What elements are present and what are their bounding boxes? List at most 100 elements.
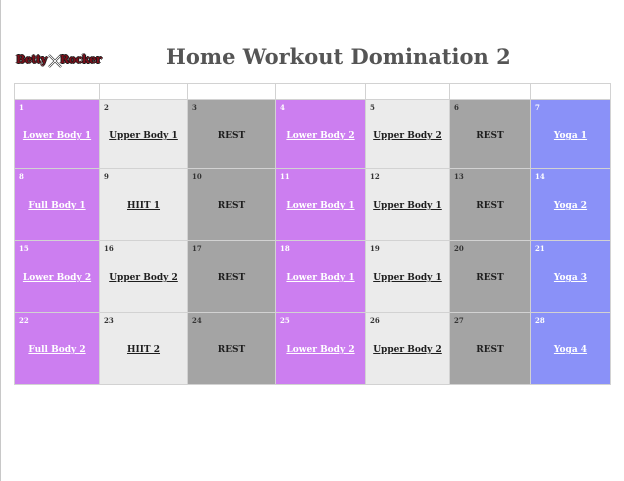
header-cell — [365, 83, 450, 100]
header-cell — [14, 83, 100, 100]
day-number: 6 — [454, 103, 459, 112]
day-number: 10 — [192, 172, 202, 181]
workout-link[interactable]: HIIT 1 — [126, 201, 161, 211]
workout-link[interactable]: Lower Body 1 — [286, 273, 355, 283]
day-number: 24 — [192, 316, 202, 325]
workout-link[interactable]: Upper Body 1 — [373, 273, 442, 283]
logo-text-first: Betty — [16, 53, 47, 66]
workout-link[interactable]: Upper Body 1 — [373, 201, 442, 211]
rest-day-label: REST — [476, 201, 504, 211]
workout-link[interactable]: Upper Body 2 — [373, 131, 442, 141]
workout-link[interactable]: Upper Body 1 — [109, 131, 178, 141]
brand-logo: Betty Rocker — [14, 52, 102, 72]
rest-day-label: REST — [217, 131, 246, 141]
header-cell — [99, 83, 188, 100]
day-number: 13 — [454, 172, 464, 181]
calendar-header-row — [14, 83, 611, 100]
day-number: 1 — [19, 103, 24, 112]
day-number: 2 — [104, 103, 109, 112]
day-number: 21 — [535, 244, 545, 253]
day-number: 3 — [192, 103, 197, 112]
day-number: 17 — [192, 244, 202, 253]
day-number: 28 — [535, 316, 545, 325]
rest-day-label: REST — [217, 273, 246, 283]
day-number: 9 — [104, 172, 109, 181]
day-number: 18 — [280, 244, 290, 253]
rest-day-label: REST — [476, 131, 504, 141]
header-cell — [187, 83, 276, 100]
workout-link[interactable]: Yoga 1 — [553, 131, 588, 141]
workout-link[interactable]: Lower Body 2 — [22, 273, 92, 283]
day-number: 27 — [454, 316, 464, 325]
workout-link[interactable]: Yoga 4 — [553, 345, 588, 355]
day-number: 15 — [19, 244, 29, 253]
day-number: 8 — [19, 172, 24, 181]
header-cell — [275, 83, 366, 100]
workout-link[interactable]: Upper Body 2 — [373, 345, 442, 355]
workout-link[interactable]: Lower Body 1 — [286, 201, 355, 211]
workout-link[interactable]: HIIT 2 — [126, 345, 161, 355]
day-number: 22 — [19, 316, 29, 325]
day-number: 5 — [370, 103, 375, 112]
workout-link[interactable]: Yoga 2 — [553, 201, 588, 211]
day-number: 20 — [454, 244, 464, 253]
workout-link[interactable]: Full Body 2 — [28, 345, 86, 355]
header-cell — [530, 83, 611, 100]
workout-link[interactable]: Lower Body 2 — [286, 131, 355, 141]
page-title: Home Workout Domination 2 — [166, 44, 511, 69]
day-number: 16 — [104, 244, 114, 253]
workout-link[interactable]: Lower Body 1 — [22, 131, 92, 141]
logo-text-second: Rocker — [60, 53, 102, 66]
rest-day-label: REST — [476, 273, 504, 283]
day-number: 23 — [104, 316, 114, 325]
workout-link[interactable]: Upper Body 2 — [109, 273, 178, 283]
workout-link[interactable]: Lower Body 2 — [286, 345, 355, 355]
page-left-edge — [0, 0, 1, 481]
rest-day-label: REST — [476, 345, 504, 355]
day-number: 11 — [280, 172, 290, 181]
header-cell — [449, 83, 531, 100]
rest-day-label: REST — [217, 201, 246, 211]
day-number: 7 — [535, 103, 540, 112]
day-number: 14 — [535, 172, 545, 181]
day-number: 25 — [280, 316, 290, 325]
day-number: 19 — [370, 244, 380, 253]
crossed-bones-icon — [48, 54, 62, 68]
workout-link[interactable]: Full Body 1 — [28, 201, 86, 211]
workout-link[interactable]: Yoga 3 — [553, 273, 588, 283]
day-number: 26 — [370, 316, 380, 325]
